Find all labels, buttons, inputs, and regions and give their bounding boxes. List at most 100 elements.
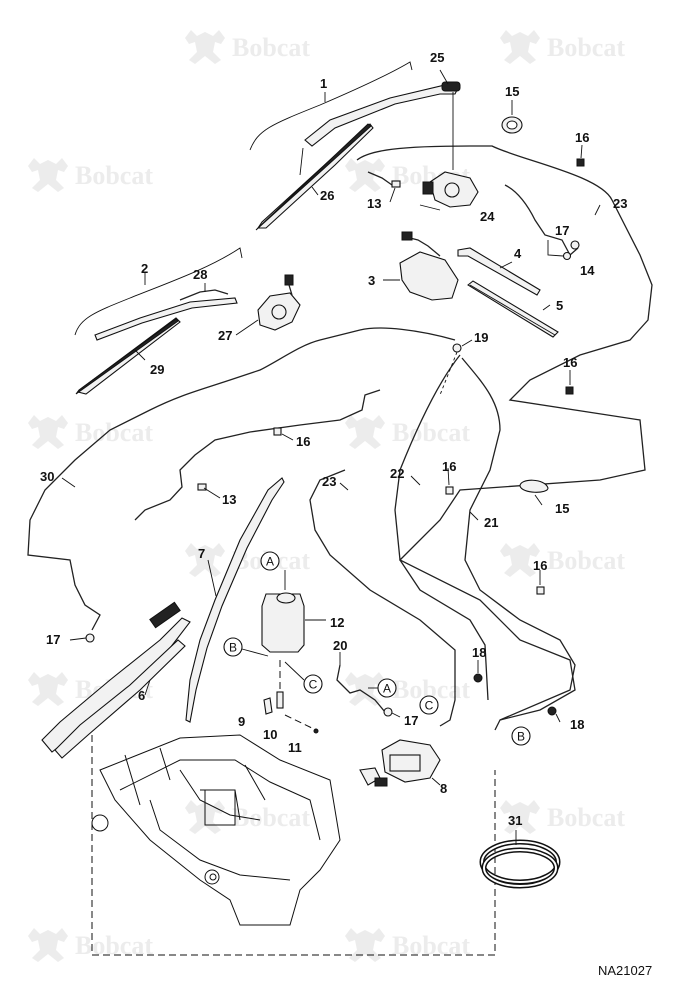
callout-18: 18 [472, 645, 486, 660]
grommet-15-lower [519, 479, 549, 493]
connector-A-reservoir: A [260, 551, 280, 571]
connector-label: C [309, 678, 318, 692]
watermark: Bobcat [345, 928, 470, 962]
watermark-text: Bobcat [75, 161, 153, 190]
wiper-arm-25 [304, 84, 459, 147]
bracket-10 [276, 691, 284, 709]
motor-shaft [271, 304, 287, 320]
wiper-arm-pivot [441, 81, 461, 92]
hose-coil-31 [479, 830, 561, 889]
callout-11: 11 [288, 740, 302, 755]
wiper-blade-rubber [75, 318, 179, 395]
callout-4: 4 [514, 246, 522, 261]
tee-19 [439, 343, 462, 396]
clip [273, 427, 282, 436]
nozzle-13-top [367, 171, 401, 188]
rear-wiper-assembly [399, 231, 559, 338]
watermark-text: Bobcat [547, 33, 625, 62]
wiper-arm-28 [94, 297, 238, 341]
hose-21 [461, 357, 576, 721]
check-valve-17 [85, 633, 95, 643]
connector-label: B [229, 641, 237, 655]
connector-label: A [383, 682, 391, 696]
rear-wiper-motor-3 [399, 251, 459, 301]
callout-19: 19 [474, 330, 488, 345]
watermark-text: Bobcat [547, 803, 625, 832]
reservoir-body [261, 593, 305, 653]
callout-leaders [61, 69, 601, 723]
clip [445, 486, 454, 495]
frame-outline-dashed [91, 735, 496, 956]
rear-wiper-blade-5 [467, 280, 559, 338]
callout-15-top: 15 [505, 84, 519, 99]
hose-23-upper [356, 145, 653, 731]
watermark: Bobcat [500, 800, 625, 834]
plug-18 [473, 673, 483, 683]
callout-16: 16 [575, 130, 589, 145]
arm-linkage [179, 289, 229, 301]
clip [536, 586, 545, 595]
connector-label: B [517, 730, 525, 744]
tee-14 [562, 251, 572, 261]
nozzle-hose [367, 171, 393, 186]
connector-label: A [266, 555, 274, 569]
upper-fittings [547, 240, 580, 261]
front-wiper-assembly [255, 81, 461, 231]
hose-network [27, 145, 653, 731]
leader [547, 240, 564, 257]
leader [431, 777, 441, 786]
wiper-blade-rubber [255, 123, 372, 231]
callout-22: 22 [390, 466, 404, 481]
check-valve-17 [383, 707, 393, 717]
callout-8: 8 [440, 781, 447, 796]
watermark: Bobcat [185, 30, 310, 64]
motor-connector [284, 274, 294, 286]
callout-16: 16 [563, 355, 577, 370]
connector-label: C [425, 699, 434, 713]
clip [576, 158, 585, 167]
figure-id: NA21027 [598, 963, 652, 978]
motor-connector [401, 231, 413, 241]
callout-5: 5 [556, 298, 563, 313]
pump-connector [374, 777, 388, 787]
washer-reservoir-12 [261, 570, 326, 653]
watermark-text: Bobcat [392, 418, 470, 447]
watermark-text: Bobcat [75, 931, 153, 960]
callout-20: 20 [333, 638, 347, 653]
watermark-text: Bobcat [547, 546, 625, 575]
grommet-15-top [501, 116, 523, 134]
side-wiper-assembly [75, 274, 301, 395]
connector-C-pump: C [419, 695, 439, 715]
callout-labels: 1 2 3 4 5 6 7 8 9 10 11 12 13 13 14 15 1… [40, 50, 627, 828]
callout-9: 9 [238, 714, 245, 729]
callout-21: 21 [484, 515, 498, 530]
leader [439, 351, 458, 396]
reference-lines [91, 735, 496, 956]
watermark: Bobcat [500, 30, 625, 64]
nozzle [391, 180, 401, 188]
callout-10: 10 [263, 727, 277, 742]
arm-inner [54, 639, 186, 759]
motor-shaft [444, 182, 460, 198]
pump-mount [389, 754, 421, 772]
callout-6: 6 [138, 688, 145, 703]
connector-A-pump: A [368, 678, 397, 698]
motor-wire [288, 284, 293, 296]
nozzle [197, 483, 207, 491]
clip-16-set [273, 158, 585, 595]
leader [299, 147, 304, 176]
leader [134, 349, 146, 361]
watermark: Bobcat [185, 800, 310, 834]
rear-wiper-arm-4 [457, 247, 541, 296]
connector-B-reservoir: B [223, 637, 269, 657]
callout-25: 25 [430, 50, 444, 65]
check-valve-17 [570, 240, 580, 250]
motor-wire [409, 237, 441, 257]
callout-16: 16 [442, 459, 456, 474]
group-brackets [74, 61, 413, 336]
callout-13-top: 13 [367, 196, 381, 211]
callout-23-top: 23 [613, 196, 627, 211]
front-wiper-motor-24 [422, 92, 479, 208]
hose-30 [27, 327, 456, 631]
